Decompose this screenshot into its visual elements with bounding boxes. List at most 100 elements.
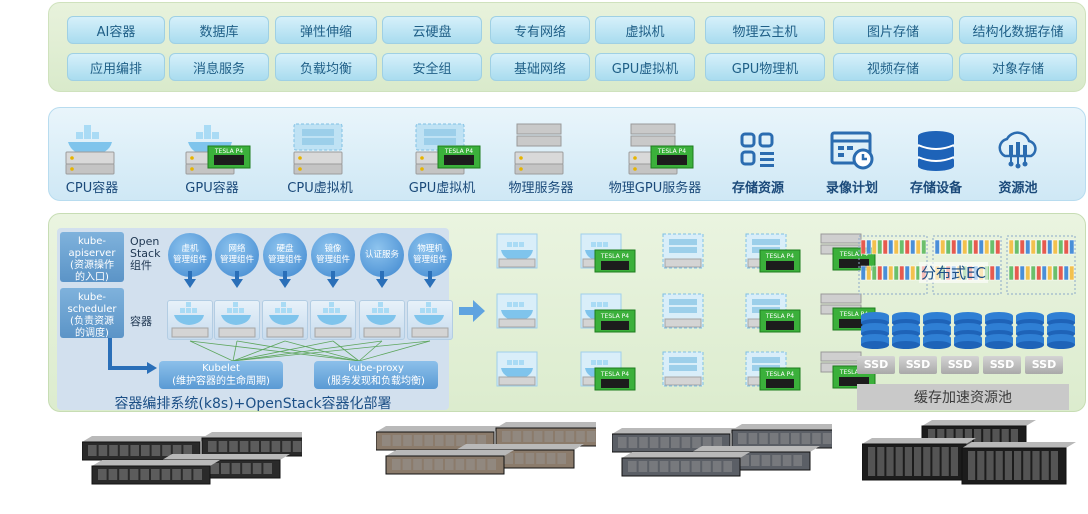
- svg-text:TESLA P4: TESLA P4: [765, 371, 794, 378]
- openstack-component[interactable]: 认证服务: [360, 233, 404, 277]
- docker-icon: [218, 302, 256, 338]
- service-button[interactable]: 数据库: [169, 16, 269, 44]
- resource-instance: TESLA P4: [744, 292, 802, 336]
- k8s-openstack-panel: kube-apiserver(资源操作的入口)kube-scheduler(负责…: [57, 228, 453, 412]
- ssd-disk: SSD: [983, 356, 1021, 374]
- docker-icon: [411, 302, 449, 338]
- ssd-disk: SSD: [941, 356, 979, 374]
- resources-layer: CPU容器 TESLA P4 GPU容器 CPU虚拟机 TE: [48, 107, 1086, 201]
- text-line: 的入口): [75, 272, 109, 283]
- arrow-down-icon: [231, 271, 243, 288]
- resource-item[interactable]: TESLA P4 物理GPU服务器: [600, 122, 710, 200]
- svg-text:TESLA P4: TESLA P4: [765, 253, 794, 260]
- text-line: 管理组件: [219, 255, 254, 265]
- service-button[interactable]: 云硬盘: [382, 16, 482, 44]
- text-line: kube-: [78, 236, 106, 247]
- text-line: scheduler: [67, 304, 117, 315]
- cache-pool-label: 缓存加速资源池: [857, 384, 1069, 410]
- kube-apiserver-box: kube-apiserver(资源操作的入口): [60, 232, 124, 283]
- svg-text:TESLA P4: TESLA P4: [444, 148, 473, 155]
- resource-label: CPU容器: [65, 181, 119, 196]
- service-button[interactable]: 消息服务: [169, 53, 269, 81]
- resource-item[interactable]: TESLA P4 GPU虚拟机: [387, 122, 497, 200]
- text-line: Kubelet: [202, 363, 240, 374]
- text-line: (服务发现和负载均衡): [327, 376, 425, 387]
- resource-label: 物理服务器: [508, 181, 574, 196]
- component-text: 镜像管理组件: [316, 244, 350, 266]
- docker-server-icon: [52, 122, 132, 180]
- svg-text:TESLA P4: TESLA P4: [600, 313, 629, 320]
- openstack-component[interactable]: 物理机管理组件: [408, 233, 452, 277]
- service-button[interactable]: 基础网络: [490, 53, 590, 81]
- text-line: 物理机: [417, 244, 443, 254]
- openstack-component[interactable]: 虚机管理组件: [168, 233, 212, 277]
- service-button[interactable]: 安全组: [382, 53, 482, 81]
- svg-text:TESLA P4: TESLA P4: [839, 369, 868, 376]
- service-button[interactable]: GPU物理机: [705, 53, 825, 81]
- resource-item[interactable]: 存储资源: [703, 122, 813, 200]
- resource-instance: TESLA P4: [579, 232, 637, 276]
- resource-label: GPU虚拟机: [408, 181, 476, 196]
- service-button[interactable]: 虚拟机: [595, 16, 695, 44]
- text-line: 管理组件: [315, 255, 350, 265]
- resource-instance: [495, 350, 553, 394]
- component-text: 虚机管理组件: [173, 244, 207, 266]
- ssd-disk: SSD: [1025, 356, 1063, 374]
- service-button[interactable]: 视频存储: [833, 53, 953, 81]
- component-text: 物理机管理组件: [413, 244, 447, 266]
- resource-label: 资源池: [998, 181, 1038, 196]
- container-instance: [359, 300, 405, 340]
- service-button[interactable]: 物理云主机: [705, 16, 825, 44]
- resource-label: 存储资源: [731, 181, 784, 196]
- service-button[interactable]: AI容器: [67, 16, 165, 44]
- resource-item[interactable]: CPU容器: [37, 122, 147, 200]
- storage-server-group: [861, 418, 1082, 488]
- component-text: 认证服务: [365, 250, 399, 261]
- resource-label: 物理GPU服务器: [608, 181, 702, 196]
- arrow-down-icon: [376, 271, 388, 288]
- service-button[interactable]: 对象存储: [959, 53, 1077, 81]
- arrow-down-icon: [327, 271, 339, 288]
- resource-item[interactable]: 录像计划: [797, 122, 907, 200]
- openstack-component[interactable]: 镜像管理组件: [311, 233, 355, 277]
- resource-label: CPU虚拟机: [287, 181, 353, 196]
- text-line: 管理组件: [412, 255, 447, 265]
- text-line: 管理组件: [172, 255, 207, 265]
- docker-icon: [314, 302, 352, 338]
- service-button[interactable]: 弹性伸缩: [275, 16, 377, 44]
- text-line: 管理组件: [267, 255, 302, 265]
- resource-item[interactable]: CPU虚拟机: [265, 122, 375, 200]
- rack-server-group-3: [611, 422, 860, 492]
- text-line: apiserver: [68, 248, 116, 259]
- openstack-component[interactable]: 硬盘管理组件: [263, 233, 307, 277]
- service-button[interactable]: 结构化数据存储: [959, 16, 1077, 44]
- openstack-component[interactable]: 网络管理组件: [215, 233, 259, 277]
- service-button[interactable]: 图片存储: [833, 16, 953, 44]
- services-layer: AI容器数据库弹性伸缩云硬盘专有网络虚拟机物理云主机图片存储结构化数据存储应用编…: [48, 2, 1086, 92]
- docker-icon: [363, 302, 401, 338]
- text-line: 镜像: [324, 244, 342, 254]
- text-line: 网络: [228, 244, 246, 254]
- text-line: (资源操作: [70, 260, 114, 271]
- resource-instance: [661, 232, 719, 276]
- resource-item[interactable]: TESLA P4 GPU容器: [157, 122, 267, 200]
- k8s-caption: 容器编排系统(k8s)+OpenStack容器化部署: [114, 396, 392, 412]
- resource-instance: TESLA P4: [579, 350, 637, 394]
- container-instance: [407, 300, 453, 340]
- service-button[interactable]: 专有网络: [490, 16, 590, 44]
- docker-gpu-icon: TESLA P4: [172, 122, 252, 180]
- service-button[interactable]: 应用编排: [67, 53, 165, 81]
- text-line: (负责资源: [70, 316, 114, 327]
- svg-text:TESLA P4: TESLA P4: [839, 251, 868, 258]
- service-button[interactable]: 负载均衡: [275, 53, 377, 81]
- physical-gpu-server-icon: TESLA P4: [615, 122, 695, 180]
- resource-item[interactable]: 物理服务器: [486, 122, 596, 200]
- service-button[interactable]: GPU虚拟机: [595, 53, 695, 81]
- vm-server-icon: [280, 122, 360, 180]
- text-line: kube-: [78, 292, 106, 303]
- rack-server-group-2: [375, 420, 624, 490]
- resource-item[interactable]: 资源池: [963, 122, 1073, 200]
- kube-proxy-box: kube-proxy(服务发现和负载均衡): [314, 361, 438, 389]
- text-line: 组件: [130, 259, 152, 272]
- resource-item[interactable]: 存储设备: [881, 122, 991, 200]
